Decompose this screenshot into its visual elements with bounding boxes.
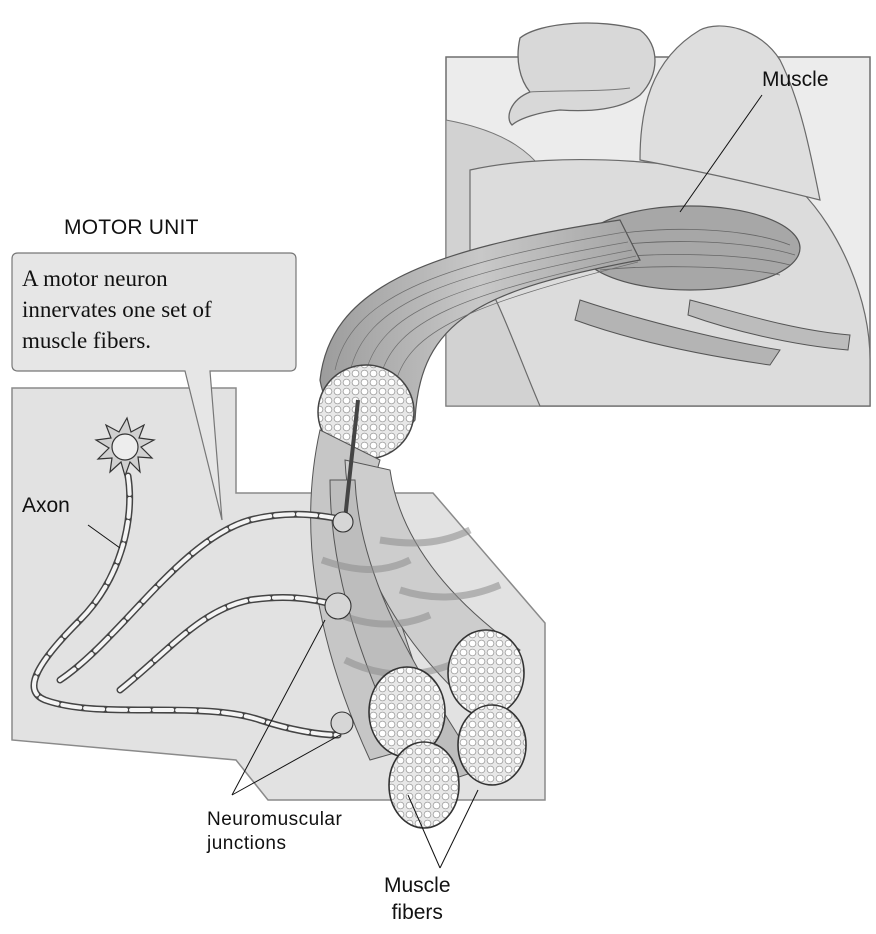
fibers-label-line-1: Muscle bbox=[384, 872, 451, 899]
fibers-label-line-2: fibers bbox=[384, 899, 451, 926]
callout-line-3: muscle fibers. bbox=[22, 325, 288, 356]
callout-text: A motor neuron innervates one set of mus… bbox=[12, 253, 296, 371]
axon-label: Axon bbox=[22, 494, 70, 518]
junctions-label-line-1: Neuromuscular bbox=[207, 808, 342, 832]
junctions-label-line-2: junctions bbox=[207, 832, 342, 856]
callout-line-1: A motor neuron bbox=[22, 263, 288, 294]
muscle-label: Muscle bbox=[762, 68, 829, 92]
fibers-label: Muscle fibers bbox=[384, 872, 451, 926]
junctions-label: Neuromuscular junctions bbox=[207, 808, 342, 856]
diagram-title: MOTOR UNIT bbox=[64, 216, 199, 240]
callout-line-2: innervates one set of bbox=[22, 294, 288, 325]
